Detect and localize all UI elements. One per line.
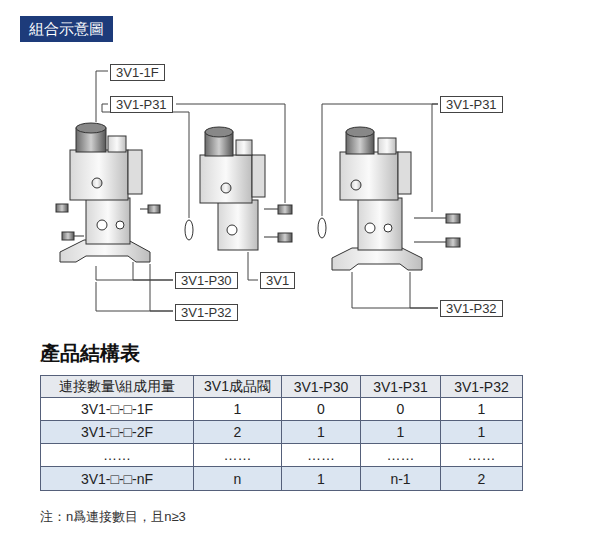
part-name: 3V1 — [266, 273, 289, 288]
footnote: 注：n爲連接數目，且n≥3 — [40, 508, 186, 526]
table-cell: 2 — [440, 466, 523, 491]
table-cell: 3V1-□-□-1F — [40, 397, 194, 421]
table-header-cell: 3V1成品閥 — [193, 375, 282, 398]
callout-box: 3V1-1F — [110, 64, 165, 81]
table-cell: 1 — [281, 466, 361, 491]
part-name: 3V1-P30 — [181, 273, 232, 288]
table-cell: 0 — [281, 397, 361, 421]
callout-box: 3V1-P32 — [440, 300, 503, 317]
table-cell: …… — [281, 443, 361, 467]
table-cell: 3V1-□-□-2F — [40, 420, 194, 444]
section-heading: 產品結構表 — [40, 340, 140, 367]
table-header-cell: 3V1-P31 — [360, 375, 441, 398]
table-cell: …… — [193, 443, 282, 467]
table-cell: 1 — [281, 420, 361, 444]
table-cell: 1 — [440, 420, 523, 444]
table-cell: 2 — [193, 420, 282, 444]
part-name: 3V1-P31 — [446, 97, 497, 112]
callout-box: 3V1-P31 — [440, 96, 503, 113]
table-cell: n — [193, 466, 282, 491]
table-cell: 0 — [360, 397, 441, 421]
callout-box: 3V1-P31 — [110, 96, 173, 113]
title-banner: 組合示意圖 — [20, 16, 113, 42]
table-header-cell: 3V1-P30 — [281, 375, 361, 398]
table-cell: 3V1-□-□-nF — [40, 466, 194, 491]
table-cell: 1 — [360, 420, 441, 444]
part-name: 3V1-P32 — [446, 301, 497, 316]
table-cell: n-1 — [360, 466, 441, 491]
table-cell: 1 — [193, 397, 282, 421]
table-cell: 1 — [440, 397, 523, 421]
table-header-cell: 連接數量\組成用量 — [40, 375, 194, 398]
part-name: 3V1-P32 — [181, 305, 232, 320]
callout-box: 3V1 — [260, 272, 295, 289]
callout-box: 3V1-P32 — [175, 304, 238, 321]
table-cell: …… — [440, 443, 523, 467]
part-name: 3V1-P31 — [116, 97, 167, 112]
callout-box: 3V1-P30 — [175, 272, 238, 289]
table-cell: …… — [40, 443, 194, 467]
table-header-cell: 3V1-P32 — [440, 375, 523, 398]
table-cell: …… — [360, 443, 441, 467]
part-name: 3V1-1F — [116, 65, 159, 80]
